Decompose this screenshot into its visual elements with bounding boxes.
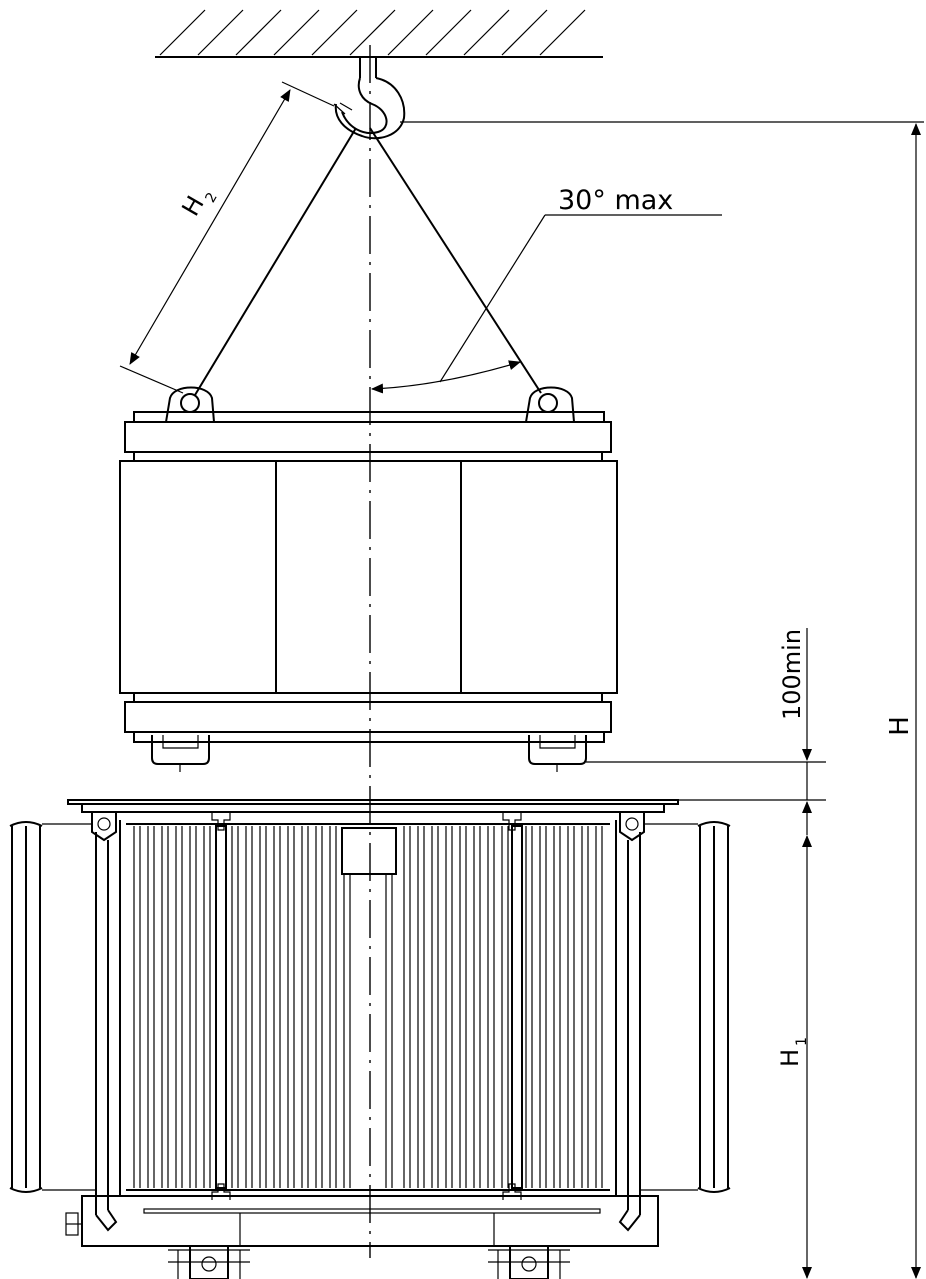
total-height-label: H [885,716,915,736]
corner-bracket-left [91,812,118,1232]
slings [194,127,542,396]
nameplate [341,827,397,875]
transformer-tank [9,799,731,1279]
crane-hook [333,58,406,140]
total-height-dimension: H [400,121,924,1279]
tank-height-label: H [776,1049,804,1067]
ceiling [155,9,603,58]
roller-left [168,1245,250,1279]
tank-height-subscript: 1 [794,1037,810,1046]
active-part [119,386,618,772]
angle-indication: 30° max [371,185,722,394]
side-radiator-right [640,821,731,1193]
angle-label: 30° max [558,185,673,216]
clearance-label: 100min [778,629,806,720]
lifting-eye-right [525,386,575,423]
corner-bracket-right [618,812,645,1232]
tank-height-dimension: H 1 [776,835,812,1279]
lifting-eye-left [165,386,215,423]
clearance-dimension: 100min [586,628,826,835]
side-radiator-left [9,821,96,1193]
cooling-fins [133,826,603,1188]
roller-right [488,1245,570,1279]
sling-length-dimension: H 2 [119,81,335,394]
